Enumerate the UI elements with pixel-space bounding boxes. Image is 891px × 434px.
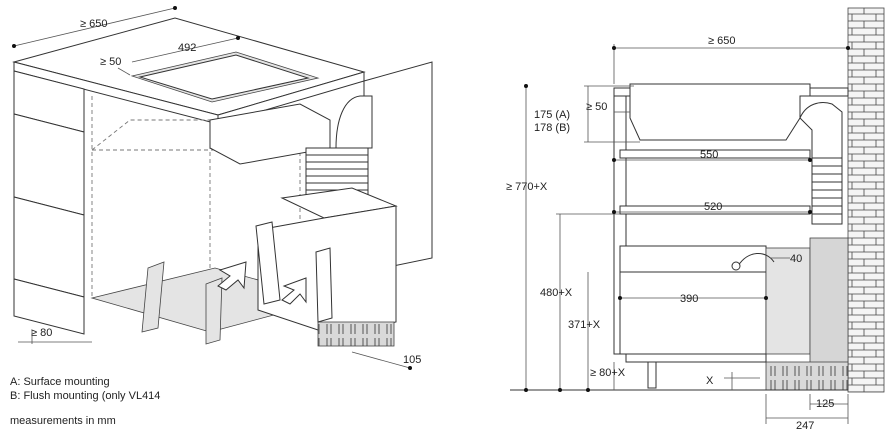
hob-glass bbox=[138, 54, 310, 100]
dim-line-175-right bbox=[584, 85, 640, 143]
section-drawer-low bbox=[619, 271, 767, 355]
dim-dot bbox=[808, 158, 812, 162]
plinth-left bbox=[13, 278, 85, 335]
dim-dot bbox=[586, 388, 590, 392]
dim-line-247-right bbox=[765, 394, 849, 424]
dim-depth-520: 520 bbox=[704, 201, 722, 213]
dim-dot bbox=[524, 388, 528, 392]
dim-line-480-right bbox=[556, 213, 620, 390]
airflow-arrow-left bbox=[217, 261, 247, 291]
airflow-arrow-right bbox=[281, 277, 307, 305]
panel-cut-a bbox=[141, 261, 165, 333]
dim-hob-width-left: 492 bbox=[178, 42, 196, 54]
dim-height-480: 480+X bbox=[540, 287, 573, 299]
section-foot bbox=[647, 361, 657, 389]
dim-dot bbox=[612, 46, 616, 50]
dim-plinth-right: ≥ 80+X bbox=[590, 367, 626, 379]
section-shelf-3 bbox=[619, 245, 767, 273]
dim-hob-height-a: 175 (A) bbox=[534, 109, 570, 121]
left-isometric-view bbox=[12, 7, 433, 369]
right-section-view bbox=[510, 7, 885, 424]
dim-dot bbox=[612, 158, 616, 162]
dim-hob-height-b: 178 (B) bbox=[534, 122, 570, 134]
dim-width-total-right: ≥ 650 bbox=[708, 35, 735, 47]
legend-flush-mounting: B: Flush mounting (only VL414 bbox=[10, 390, 160, 402]
dim-line-50-left bbox=[117, 67, 131, 76]
dim-dot bbox=[558, 388, 562, 392]
brick-wall bbox=[847, 7, 885, 393]
dim-dot bbox=[408, 366, 412, 370]
section-plinth-channel bbox=[765, 247, 811, 355]
dim-line-80-left bbox=[18, 330, 92, 344]
legend-units: measurements in mm bbox=[10, 415, 116, 427]
dim-height-371: 371+X bbox=[568, 319, 601, 331]
dim-dot bbox=[808, 210, 812, 214]
panel-side-a bbox=[255, 221, 281, 305]
dim-line-492-left bbox=[131, 37, 239, 63]
dim-dot bbox=[173, 6, 177, 10]
panel-cut-b bbox=[205, 277, 223, 345]
section-cable bbox=[737, 253, 775, 267]
dim-plinth-left: ≥ 80 bbox=[31, 327, 52, 339]
dim-dot bbox=[846, 46, 850, 50]
section-plinth-board bbox=[625, 353, 767, 363]
dim-line-125-right bbox=[809, 394, 848, 410]
section-hob-body bbox=[629, 83, 811, 141]
dim-line-650-left bbox=[13, 7, 176, 47]
dim-dot bbox=[236, 36, 240, 40]
section-vent-grille bbox=[765, 361, 849, 391]
dim-offset-125: 125 bbox=[816, 398, 834, 410]
dim-dot bbox=[12, 44, 16, 48]
dim-line-650-right bbox=[613, 44, 848, 84]
section-shelf-1 bbox=[619, 149, 811, 159]
section-cable-gland bbox=[731, 261, 741, 271]
dim-dot bbox=[764, 296, 768, 300]
dim-width-total-left: ≥ 650 bbox=[80, 18, 107, 30]
legend-surface-mounting: A: Surface mounting bbox=[10, 376, 110, 388]
dim-depth-390: 390 bbox=[680, 293, 698, 305]
dim-line-105-left bbox=[351, 351, 411, 369]
dim-offset-40: 40 bbox=[790, 253, 802, 265]
dim-depth-rear-left: 105 bbox=[403, 354, 421, 366]
dim-edge-gap-left: ≥ 50 bbox=[100, 56, 121, 68]
dim-line-x-right bbox=[724, 372, 760, 390]
section-flexible-duct bbox=[799, 102, 843, 225]
dim-edge-gap-right: ≥ 50 bbox=[586, 101, 607, 113]
flexible-duct bbox=[305, 95, 373, 199]
panel-side-b bbox=[315, 247, 333, 323]
dim-dot bbox=[612, 210, 616, 214]
dim-dot bbox=[524, 84, 528, 88]
dim-depth-550: 550 bbox=[700, 149, 718, 161]
dim-total-height: ≥ 770+X bbox=[506, 181, 548, 193]
plinth-vent-grille bbox=[317, 321, 395, 347]
dim-dot bbox=[618, 296, 622, 300]
dim-x-label: X bbox=[706, 375, 714, 387]
dim-offset-247: 247 bbox=[796, 420, 814, 432]
